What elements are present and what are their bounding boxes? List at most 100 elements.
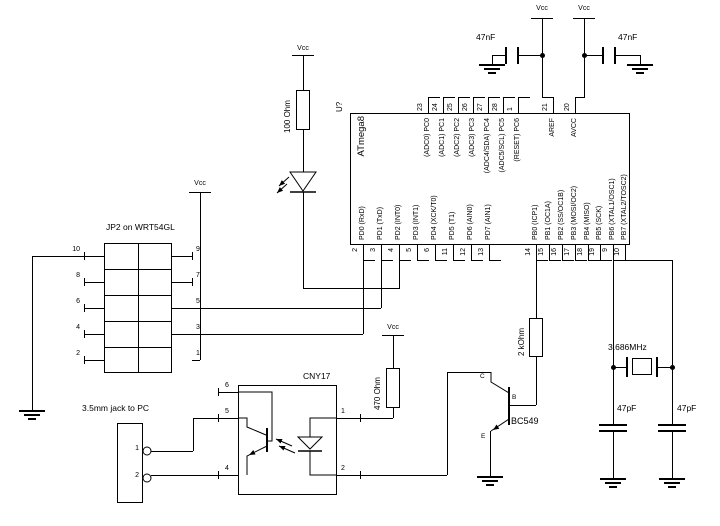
- wire: [613, 432, 614, 478]
- pin-number: 6: [76, 298, 80, 305]
- crystal-body: [632, 358, 652, 375]
- pin-tick: [453, 260, 465, 261]
- pin-lead: [84, 308, 104, 309]
- crystal-value: 3.686MHz: [608, 342, 647, 352]
- pin-tick: [192, 252, 193, 260]
- pin-number: 7: [196, 272, 200, 279]
- pin-number: 2: [341, 465, 345, 472]
- pin-tick: [613, 260, 625, 261]
- pin-lead: [613, 245, 614, 260]
- vcc-label: Vcc: [387, 324, 399, 331]
- pin-tick: [458, 97, 470, 98]
- ground-symbol: [479, 64, 505, 74]
- connector-divider: [138, 243, 139, 373]
- pin-tick: [473, 97, 485, 98]
- pin-tick: [435, 260, 447, 261]
- resistor-470ohm: [386, 368, 400, 408]
- pin-tick: [417, 260, 429, 261]
- pin-number: 1: [196, 350, 200, 357]
- crystal-plate: [656, 357, 658, 377]
- optocoupler-label: CNY17: [303, 371, 331, 381]
- pin-tick: [218, 388, 219, 396]
- jack-label: 3.5mm jack to PC: [82, 403, 150, 413]
- opto-led-symbol: [296, 436, 324, 450]
- pin-number: 1: [135, 445, 139, 452]
- jack-contact: [142, 473, 152, 483]
- wire: [625, 260, 672, 261]
- vcc-label: Vcc: [194, 180, 206, 187]
- pin-lead: [172, 256, 192, 257]
- transistor-terminal-e: E: [481, 433, 486, 440]
- pin-number: 10: [72, 246, 80, 253]
- pin-tick: [549, 260, 561, 261]
- pin-tick: [360, 414, 361, 422]
- pin-tick: [536, 260, 548, 261]
- pin-lead: [399, 245, 400, 260]
- pin-tick: [488, 97, 500, 98]
- pin-tick: [84, 330, 85, 338]
- pin-tick: [399, 260, 411, 261]
- pin-lead: [625, 245, 626, 260]
- pin-tick: [428, 97, 440, 98]
- ground-symbol: [627, 64, 653, 74]
- wire: [151, 451, 193, 452]
- wire: [613, 260, 614, 424]
- led-symbol: [289, 171, 317, 192]
- wire: [337, 475, 447, 476]
- wire: [536, 357, 537, 405]
- pin-number: 4: [225, 465, 229, 472]
- pin-lead: [489, 245, 490, 260]
- wire: [393, 335, 394, 368]
- pin-lead: [435, 245, 436, 260]
- wire: [575, 97, 585, 98]
- capacitor-value: 47pF: [617, 403, 637, 413]
- pin-lead: [575, 245, 576, 260]
- pin-lead: [600, 245, 601, 260]
- capacitor-plate: [602, 47, 604, 64]
- wire: [542, 97, 554, 98]
- junction-dot: [611, 365, 616, 370]
- pin-lead: [443, 97, 444, 113]
- pin-lead: [549, 245, 550, 260]
- pin-lead: [503, 97, 504, 113]
- pin-number: 8: [76, 272, 80, 279]
- pin-number: 2: [76, 350, 80, 357]
- capacitor-plate: [599, 430, 627, 432]
- chip-body: [350, 113, 630, 245]
- pin-lead: [381, 245, 382, 260]
- pin-tick: [503, 97, 515, 98]
- wire: [193, 418, 238, 419]
- wire: [492, 55, 505, 56]
- wire: [658, 367, 672, 368]
- pin-tick: [218, 414, 219, 422]
- wire: [363, 260, 364, 334]
- pin-number: 6: [225, 382, 229, 389]
- wire: [172, 308, 381, 309]
- wire: [490, 431, 491, 476]
- pin-lead: [84, 360, 104, 361]
- wire: [672, 260, 673, 424]
- transistor-terminal-b: B: [512, 394, 517, 401]
- pin-lead: [172, 282, 192, 283]
- wire: [303, 192, 304, 288]
- pin-tick: [363, 260, 375, 261]
- pin-lead: [84, 282, 104, 283]
- pin-lead: [488, 97, 489, 113]
- jack-body: [117, 423, 143, 503]
- connector-grid-line: [104, 295, 172, 296]
- wire: [584, 55, 602, 56]
- pin-lead: [562, 245, 563, 260]
- wire: [192, 360, 200, 361]
- junction-dot: [540, 53, 545, 58]
- wire: [640, 55, 641, 64]
- ground-symbol: [19, 410, 45, 420]
- pin-tick: [471, 260, 483, 261]
- wire: [303, 55, 304, 90]
- pin-tick: [489, 260, 501, 261]
- junction-dot: [670, 365, 675, 370]
- pin-lead: [84, 334, 104, 335]
- pin-tick: [84, 356, 85, 364]
- wire: [536, 260, 537, 318]
- pin-lead: [428, 97, 429, 113]
